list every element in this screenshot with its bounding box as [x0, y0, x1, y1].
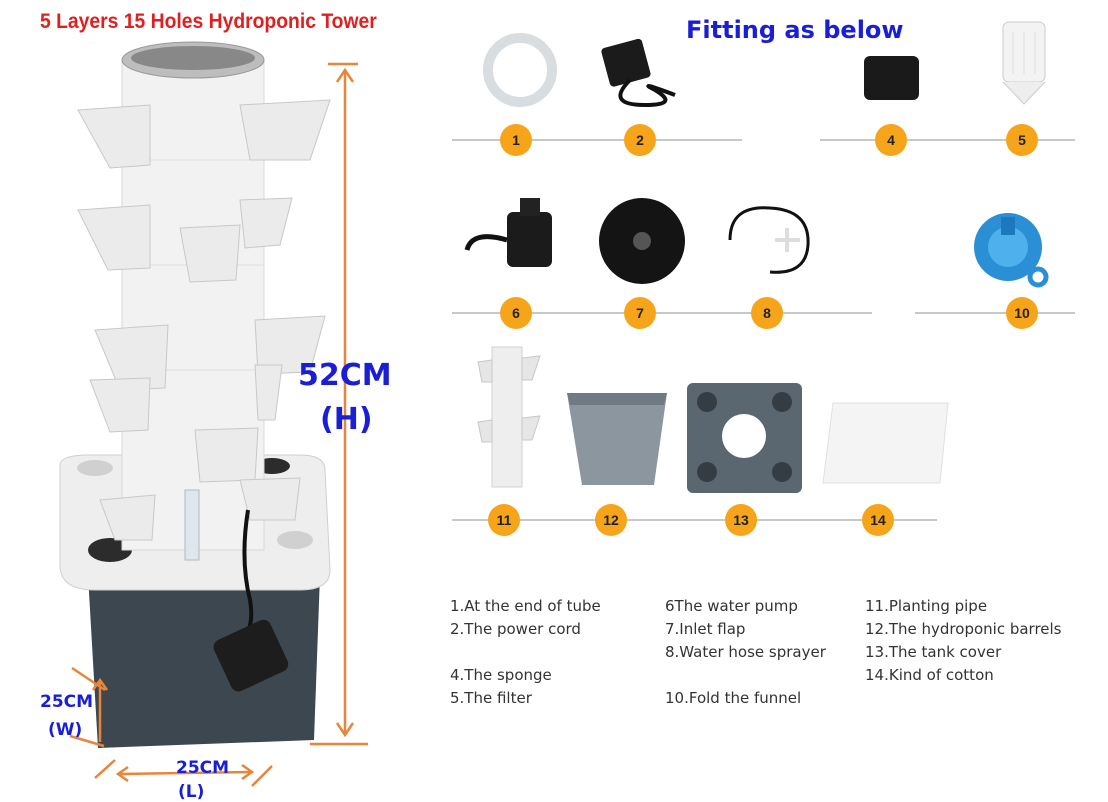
- badge-8: 8: [751, 297, 783, 329]
- legend-column-1: 1.At the end of tube 2.The power cord 4.…: [450, 595, 601, 710]
- legend-column-2: 6The water pump 7.Inlet flap 8.Water hos…: [665, 595, 826, 710]
- badge-13: 13: [725, 504, 757, 536]
- legend-item: 13.The tank cover: [865, 643, 1002, 661]
- legend-item: 6The water pump: [665, 597, 798, 615]
- legend-item: 14.Kind of cotton: [865, 666, 994, 684]
- badge-14: 14: [862, 504, 894, 536]
- legend-item: 4.The sponge: [450, 666, 552, 684]
- legend-item: 12.The hydroponic barrels: [865, 620, 1062, 638]
- hose-sprayer-image: [728, 206, 810, 274]
- badge-2: 2: [624, 124, 656, 156]
- funnel-image: [974, 213, 1049, 288]
- legend-column-3: 11.Planting pipe 12.The hydroponic barre…: [865, 595, 1062, 710]
- legend-item: 2.The power cord: [450, 620, 581, 638]
- width-value: 25CM: [40, 692, 94, 712]
- filter-image: [1002, 21, 1046, 105]
- badge-10: 10: [1006, 297, 1038, 329]
- badge-1: 1: [500, 124, 532, 156]
- power-cord-image: [601, 38, 676, 108]
- badge-11: 11: [488, 504, 520, 536]
- hydroponic-barrel-image: [567, 393, 667, 485]
- row-line: [452, 312, 872, 314]
- legend-item: [665, 664, 826, 687]
- legend-item: 1.At the end of tube: [450, 597, 601, 615]
- water-pump-image: [464, 198, 552, 267]
- height-value: 52CM: [298, 358, 392, 393]
- width-unit: (W): [48, 720, 83, 740]
- row-line: [452, 519, 937, 521]
- height-unit: (H): [320, 402, 373, 437]
- legend-item: 5.The filter: [450, 689, 532, 707]
- legend-item: 11.Planting pipe: [865, 597, 988, 615]
- planting-pipe-image: [477, 346, 541, 488]
- length-unit: (L): [178, 782, 205, 802]
- inlet-flap-image: [599, 198, 685, 284]
- badge-4: 4: [875, 124, 907, 156]
- row-line: [915, 312, 1075, 314]
- badge-7: 7: [624, 297, 656, 329]
- tank-cover-image: [687, 383, 802, 493]
- badge-5: 5: [1006, 124, 1038, 156]
- row-line: [820, 139, 1075, 141]
- tower-illustration: [59, 41, 368, 787]
- tube-end-ring-image: [483, 33, 557, 107]
- legend-item: [865, 687, 1062, 710]
- badge-12: 12: [595, 504, 627, 536]
- legend-item: 10.Fold the funnel: [665, 689, 802, 707]
- legend-item: 8.Water hose sprayer: [665, 643, 826, 661]
- cotton-image: [822, 402, 949, 484]
- fitting-heading: Fitting as below: [686, 16, 904, 44]
- sponge-image: [864, 56, 919, 100]
- product-title: 5 Layers 15 Holes Hydroponic Tower: [40, 10, 377, 33]
- legend-item: [450, 641, 601, 664]
- row-line: [452, 139, 742, 141]
- legend-item: 7.Inlet flap: [665, 620, 746, 638]
- badge-6: 6: [500, 297, 532, 329]
- length-value: 25CM: [176, 758, 230, 778]
